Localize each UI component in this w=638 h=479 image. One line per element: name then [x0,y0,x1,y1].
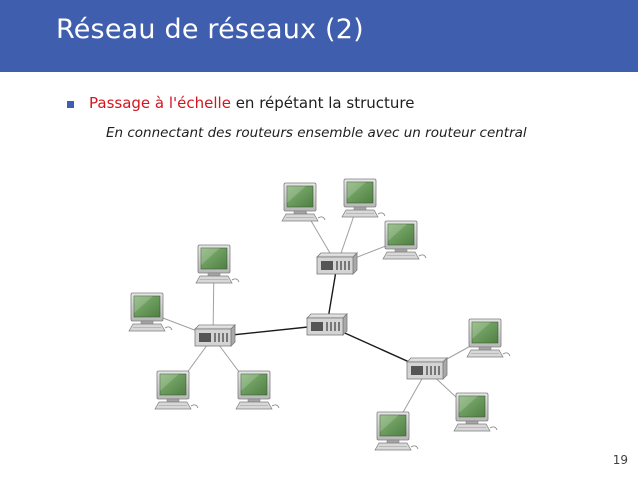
router-right [406,357,448,380]
router-top [316,252,358,275]
computer-right-2 [453,392,498,432]
computer-left-2 [128,292,173,332]
computer-left-3 [154,370,199,410]
bullet-highlight: Passage à l'échelle [89,94,231,112]
slide-title: Réseau de réseaux (2) [56,14,364,45]
computer-left-4 [235,370,280,410]
slide-header: Réseau de réseaux (2) [0,0,638,72]
computer-top-3 [382,220,427,260]
sub-bullet-text: En connectant des routeurs ensemble avec… [106,125,527,141]
page-number: 19 [612,453,628,467]
bullet-point: Passage à l'échelle en répétant la struc… [89,94,414,112]
computer-left-1 [195,244,240,284]
router-left [194,324,236,347]
computer-right-1 [466,318,511,358]
computer-top-1 [281,182,326,222]
bullet-marker [67,101,74,108]
bullet-rest: en répétant la structure [230,94,415,112]
computer-right-3 [374,411,419,451]
computer-top-2 [341,178,386,218]
central-router [306,313,348,336]
